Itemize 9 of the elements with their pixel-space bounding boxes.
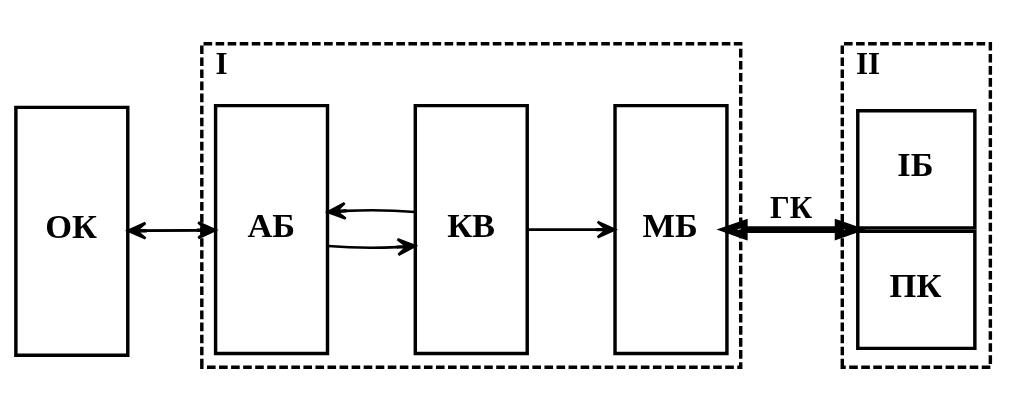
arrow bbox=[326, 201, 416, 220]
node-box: МБ bbox=[613, 103, 729, 355]
arrow bbox=[527, 220, 617, 239]
node-box: ОК bbox=[14, 105, 130, 357]
edge-label: ГК bbox=[769, 189, 813, 225]
node-box: КВ bbox=[413, 103, 529, 355]
arrow bbox=[327, 237, 417, 256]
node-box: АБ bbox=[213, 103, 330, 355]
arrow bbox=[716, 218, 866, 240]
